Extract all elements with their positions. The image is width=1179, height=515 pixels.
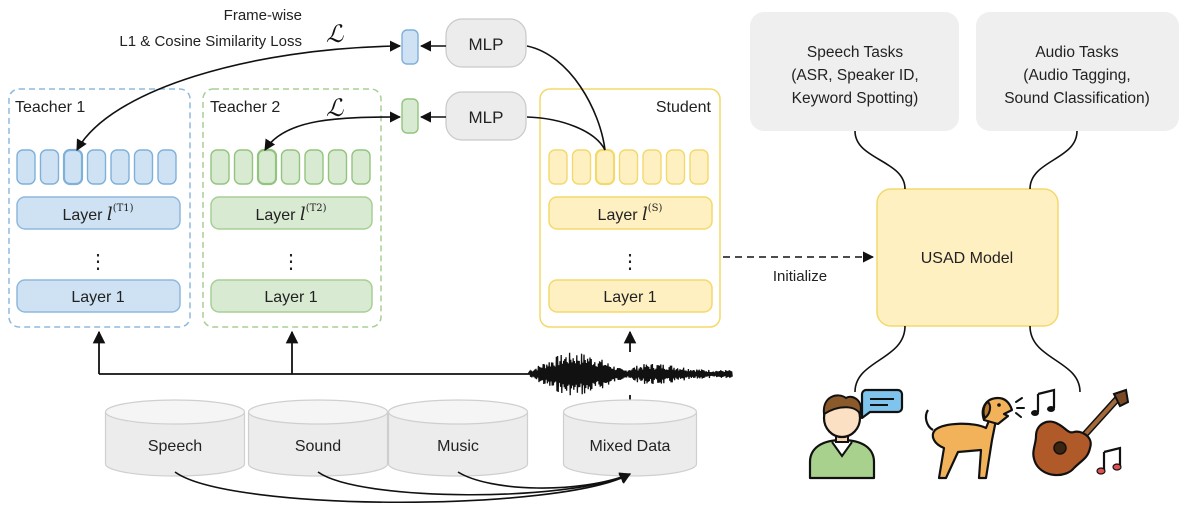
speech-tasks-line2: (ASR, Speaker ID, [791,67,919,84]
teacher2-token [233,149,254,185]
teacher2-ellipsis: ⋮ [281,251,301,273]
dataset-mixed-data: Mixed Data [562,399,698,477]
speaker-person-icon [808,388,904,480]
teacher2-block: Teacher 2 Layer l(T2) ⋮ Layer 1 [202,88,382,328]
audio-tasks-line2: (Audio Tagging, [1023,67,1130,84]
student-token-row [548,148,709,186]
student-layer-1-label: Layer 1 [603,289,656,306]
teacher1-token [16,149,36,185]
speech-tasks-title: Speech Tasks [807,44,903,61]
loss-symbol-top: ℒ [326,20,344,48]
mlp-top-label: MLP [469,35,504,54]
mlp-block-top [445,18,527,68]
teacher2-token [351,149,371,185]
student-ellipsis: ⋮ [620,251,640,273]
speech-tasks-connector [854,130,906,190]
teacher1-block: Teacher 1 Layer l(T1) ⋮ Layer 1 [8,88,191,328]
teacher1-title: Teacher 1 [15,99,85,116]
usad-model-label: USAD Model [921,250,1013,267]
speech-tasks-box [750,12,959,131]
teacher2-title: Teacher 2 [210,99,280,116]
student-token [665,149,686,185]
model-to-speaker-connector [854,325,906,393]
loss-caption-line2: L1 & Cosine Similarity Loss [119,33,302,50]
student-layer-1 [548,279,713,313]
student-token [618,149,639,185]
teacher1-layer-1-label: Layer 1 [71,289,124,306]
teacher1-token [157,149,177,185]
teacher2-projected-vector [401,98,419,134]
dataset-label: Sound [295,438,341,455]
teacher2-frame [202,88,382,328]
teacher1-token [39,149,60,185]
teacher1-token [133,149,154,185]
dataset-label: Speech [148,438,202,455]
teacher1-layer-1 [16,279,181,313]
student-frame [539,88,721,328]
mixed-audio-waveform [527,352,733,396]
loss-symbol-bottom: ℒ [326,94,344,122]
dataset-music: Music [387,399,529,477]
mlp-block-bottom [445,91,527,141]
teacher2-token-row [210,148,371,186]
student-token [689,149,709,185]
music-to-mixed-arc [457,471,632,489]
teacher2-token [256,148,278,186]
barking-dog-icon [924,396,1025,480]
student-token [571,149,592,185]
guitar-music-icon [1031,388,1130,477]
teacher2-token [327,149,348,185]
teacher2-token [210,149,230,185]
student-to-mlp-bottom-curve [526,116,606,151]
student-token [594,148,616,186]
teacher1-layer-l [16,196,181,230]
dataset-speech: Speech [104,399,246,477]
loss-caption-line1: Frame-wise [224,7,302,24]
student-layer-l-label: Layer l(S) [598,203,663,225]
student-title: Student [656,99,712,116]
student-token [548,149,568,185]
loss-arrow-teacher2 [264,111,402,151]
dataset-label: Mixed Data [590,438,671,455]
speech-tasks-line3: Keyword Spotting) [792,90,919,107]
teacher2-layer-1 [210,279,373,313]
teacher2-layer-1-label: Layer 1 [264,289,317,306]
student-to-mlp-top-curve [526,45,606,151]
teacher1-token [86,149,107,185]
audio-tasks-line3: Sound Classification) [1004,90,1150,107]
audio-tasks-connector [1029,130,1078,190]
teacher2-layer-l-label: Layer l(T2) [255,203,326,225]
teacher2-token [304,149,324,185]
teacher1-ellipsis: ⋮ [88,251,108,273]
dataset-cylinders: Speech Sound Music Mixed Data [104,399,698,477]
dataset-label: Music [437,438,479,455]
model-to-music-connector [1029,325,1081,393]
dataset-sound: Sound [247,399,389,477]
loss-arrow-teacher1 [76,40,402,151]
student-layer-l [548,196,713,230]
mlp-bottom-label: MLP [469,108,504,127]
teacher1-token-row [16,148,177,186]
initialize-label: Initialize [773,268,827,285]
audio-tasks-box [976,12,1179,131]
speech-to-mixed-arc [174,471,631,504]
student-block: Student Layer l(S) ⋮ Layer 1 [539,88,721,328]
teacher1-token [110,149,130,185]
audio-tasks-title: Audio Tasks [1035,44,1119,61]
teacher2-layer-l [210,196,373,230]
student-token [642,149,662,185]
usad-model-block [876,188,1059,327]
teacher2-token [280,149,301,185]
teacher1-token [62,148,84,186]
teacher1-layer-l-label: Layer l(T1) [62,203,133,225]
teacher1-projected-vector [401,29,419,65]
